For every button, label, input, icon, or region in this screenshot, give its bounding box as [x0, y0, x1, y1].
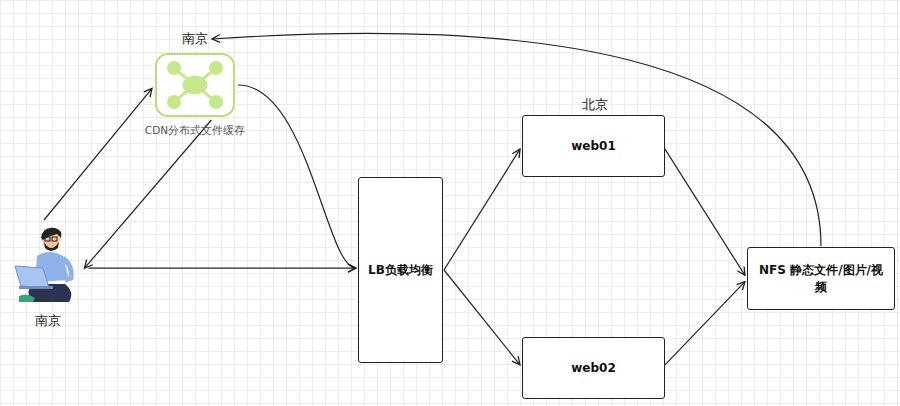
box-label: web01: [565, 135, 622, 157]
process-box: LB负载均衡: [358, 177, 443, 363]
connector-arrow: [238, 85, 356, 268]
cdn-icon: [154, 52, 236, 118]
connector-arrow: [44, 88, 152, 220]
connector-arrow: [444, 149, 520, 270]
process-box: NFS 静态文件/图片/视频: [747, 247, 895, 310]
region-label: 北京: [582, 96, 608, 114]
user-node: 南京: [5, 222, 90, 330]
process-box: web02: [522, 337, 665, 399]
box-label: web02: [565, 357, 622, 379]
box-label: LB负载均衡: [362, 258, 439, 283]
node-caption: CDN分布式文件缓存: [145, 124, 245, 138]
process-box: 北京web01: [522, 115, 665, 177]
location-label: 南京: [182, 30, 208, 48]
connector-arrow: [665, 149, 745, 275]
connector-arrow: [444, 270, 520, 365]
box-label: NFS 静态文件/图片/视频: [748, 258, 894, 300]
cdn-node: 南京 CDN分布式文件缓存: [135, 30, 255, 138]
connector-arrow: [665, 282, 745, 365]
connector-arrow: [85, 120, 212, 268]
location-label: 南京: [35, 312, 61, 330]
connector-arrow: [89, 268, 357, 269]
connector-arrow: [212, 33, 821, 246]
user-figure: [13, 222, 83, 306]
